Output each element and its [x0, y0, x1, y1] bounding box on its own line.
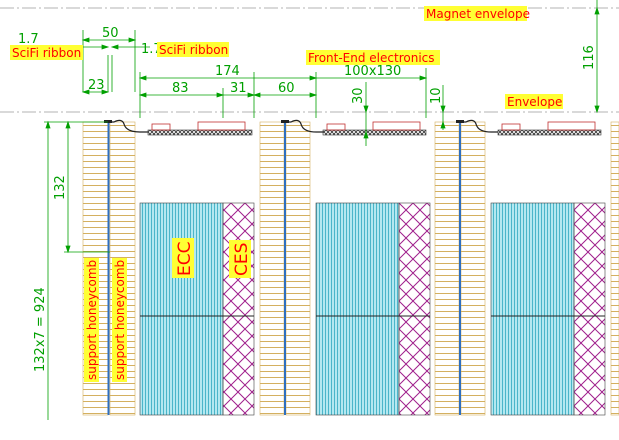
dim-100x130: 100x130: [344, 64, 401, 79]
fe-board-3: [497, 129, 602, 136]
honeycomb-left-3: [434, 121, 460, 416]
fe-board-1: [147, 129, 253, 136]
fe-board-2: [322, 129, 427, 136]
dim-174: 174: [215, 64, 240, 79]
ces-block-2: [398, 202, 431, 416]
labels: Magnet envelope SciFi ribbon SciFi ribbo…: [10, 6, 563, 382]
module-1: [82, 119, 255, 416]
dim-132: 132: [53, 175, 68, 200]
dim-total: 132x7 = 924: [33, 287, 48, 372]
honeycomb-left-2: [259, 121, 285, 416]
dim-60: 60: [278, 81, 295, 96]
label-scifi-ribbon-right: SciFi ribbon: [159, 43, 228, 57]
label-support-honeycomb-1: support honeycomb: [85, 260, 99, 380]
label-envelope: Envelope: [507, 95, 562, 109]
ecc-block-2: [315, 202, 400, 416]
dim-23: 23: [88, 78, 105, 93]
ecc-block-1: [139, 202, 224, 416]
honeycomb-partial-4: [610, 121, 619, 416]
scifi-ribbon-cable-1: [108, 119, 148, 133]
dim-30: 30: [351, 87, 366, 104]
dimension-text: 1.7 50 1.7 23 174 83 31 60 100x130 30 10…: [18, 26, 597, 372]
scifi-ribbon-cable-3: [460, 119, 498, 133]
label-support-honeycomb-2: support honeycomb: [113, 260, 127, 380]
dim-83: 83: [172, 81, 189, 96]
label-ces: CES: [232, 243, 252, 276]
ces-block-3: [573, 202, 606, 416]
ces-block-1: [222, 202, 255, 416]
module-3: [434, 119, 619, 416]
dim-1-7-left: 1.7: [18, 32, 39, 47]
label-magnet-envelope: Magnet envelope: [426, 7, 530, 21]
dim-50: 50: [102, 26, 119, 41]
ecc-block-3: [490, 202, 575, 416]
dim-10: 10: [429, 87, 444, 104]
dim-116: 116: [582, 45, 597, 70]
module-2: [259, 119, 431, 416]
honeycomb-right-2: [285, 121, 311, 416]
dim-31: 31: [230, 81, 247, 96]
honeycomb-right-3: [460, 121, 486, 416]
dim-1-7-right: 1.7: [141, 42, 162, 57]
label-scifi-ribbon-left: SciFi ribbon: [12, 46, 81, 60]
label-ecc: ECC: [175, 242, 195, 276]
dimension-lines: [44, 0, 600, 420]
scifi-ribbon-cable-2: [285, 119, 323, 133]
label-front-end-electronics: Front-End electronics: [308, 51, 435, 65]
